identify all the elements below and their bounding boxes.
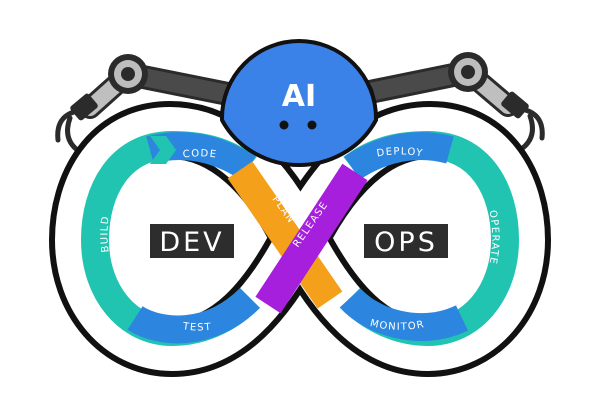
release-ribbon (255, 163, 368, 314)
stage-operate-label: OPERATE (487, 209, 501, 265)
dev-panel-box (150, 224, 234, 258)
deploy-segment (344, 132, 454, 180)
stage-monitor-label: MONITOR (369, 318, 426, 333)
ops-panel: OPS (364, 224, 448, 258)
monitor-segment (339, 287, 469, 342)
stage-deploy-label: DEPLOY (376, 146, 424, 159)
head-dome (220, 39, 378, 168)
left-eye (279, 120, 289, 130)
right-eye (307, 120, 317, 130)
robot-head: AI (220, 39, 378, 168)
ops-panel-box (364, 224, 448, 258)
test-segment (127, 287, 260, 344)
code-segment (146, 132, 256, 180)
ops-loop-band (339, 130, 520, 347)
stage-test-label: TEST (181, 321, 212, 334)
stage-code-label: CODE (182, 148, 217, 160)
crossing-ribbons (227, 161, 368, 314)
dev-loop-band (80, 130, 260, 347)
dev-panel-text: DEV (159, 227, 224, 258)
plan-ribbon (227, 161, 343, 309)
stage-build-label: BUILD (99, 215, 111, 253)
ai-label: AI (282, 79, 316, 114)
ops-panel-text: OPS (374, 227, 438, 258)
left-robot-arm (55, 54, 250, 155)
dev-panel: DEV (150, 224, 234, 258)
